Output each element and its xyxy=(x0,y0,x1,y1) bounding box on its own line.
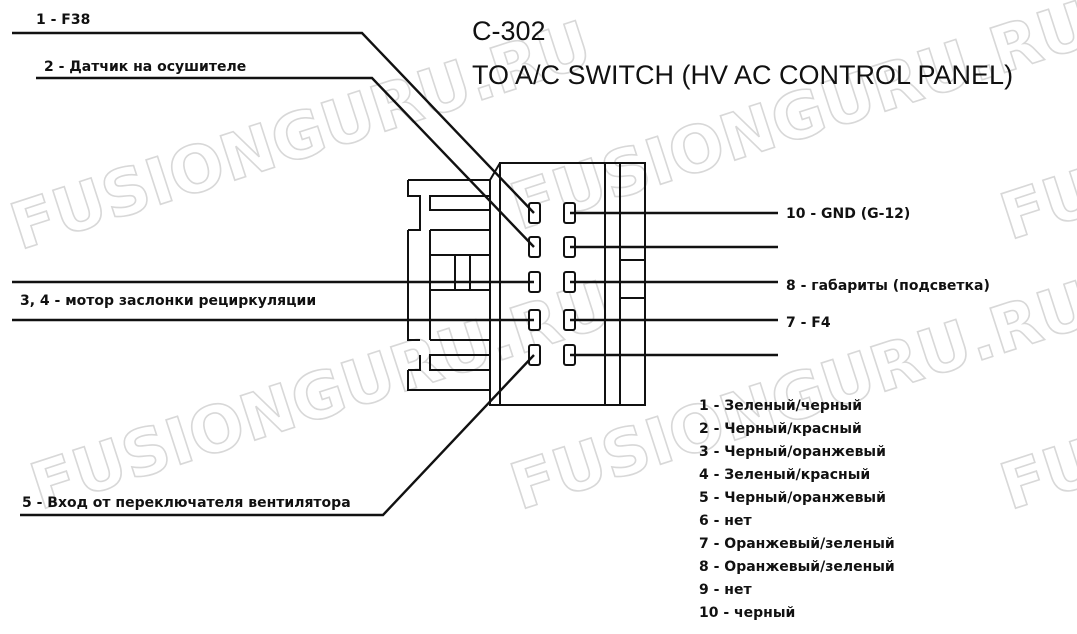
legend-item: 3 - Черный/оранжевый xyxy=(699,444,886,460)
legend-item: 9 - нет xyxy=(699,582,752,598)
legend-item: 10 - черный xyxy=(699,605,795,621)
right-wires xyxy=(570,211,778,357)
pin-1 xyxy=(528,202,541,224)
label-pin-10: 10 - GND (G-12) xyxy=(786,206,910,222)
wire-color-legend: 1 - Зеленый/черный 2 - Черный/красный 3 … xyxy=(699,398,895,621)
legend-item: 8 - Оранжевый/зеленый xyxy=(699,559,895,575)
legend-item: 4 - Зеленый/красный xyxy=(699,467,870,483)
label-pin-7: 7 - F4 xyxy=(786,315,831,331)
legend-item: 6 - нет xyxy=(699,513,752,529)
watermark-text: FUSIONGURU.RU xyxy=(2,8,600,265)
wire-pin-1 xyxy=(12,31,535,214)
left-wires xyxy=(12,31,535,517)
pin-2 xyxy=(528,236,541,258)
label-pin-1: 1 - F38 xyxy=(36,12,90,28)
wire-pin-5 xyxy=(20,354,535,517)
label-pin-2: 2 - Датчик на осушителе xyxy=(44,59,246,75)
connector-description: TO A/C SWITCH (HV AC CONTROL PANEL) xyxy=(472,60,1013,90)
label-pin-8: 8 - габариты (подсветка) xyxy=(786,278,990,294)
pin-5 xyxy=(528,344,541,366)
legend-item: 7 - Оранжевый/зеленый xyxy=(699,536,895,552)
label-pin-3-4: 3, 4 - мотор заслонки рециркуляции xyxy=(20,293,316,309)
legend-item: 2 - Черный/красный xyxy=(699,421,862,437)
wire-pin-2 xyxy=(36,76,535,248)
legend-item: 1 - Зеленый/черный xyxy=(699,398,862,414)
connector-housing xyxy=(407,162,646,406)
legend-item: 5 - Черный/оранжевый xyxy=(699,490,886,506)
label-pin-5: 5 - Вход от переключателя вентилятора xyxy=(22,495,351,511)
connector-id: C-302 xyxy=(472,16,546,46)
